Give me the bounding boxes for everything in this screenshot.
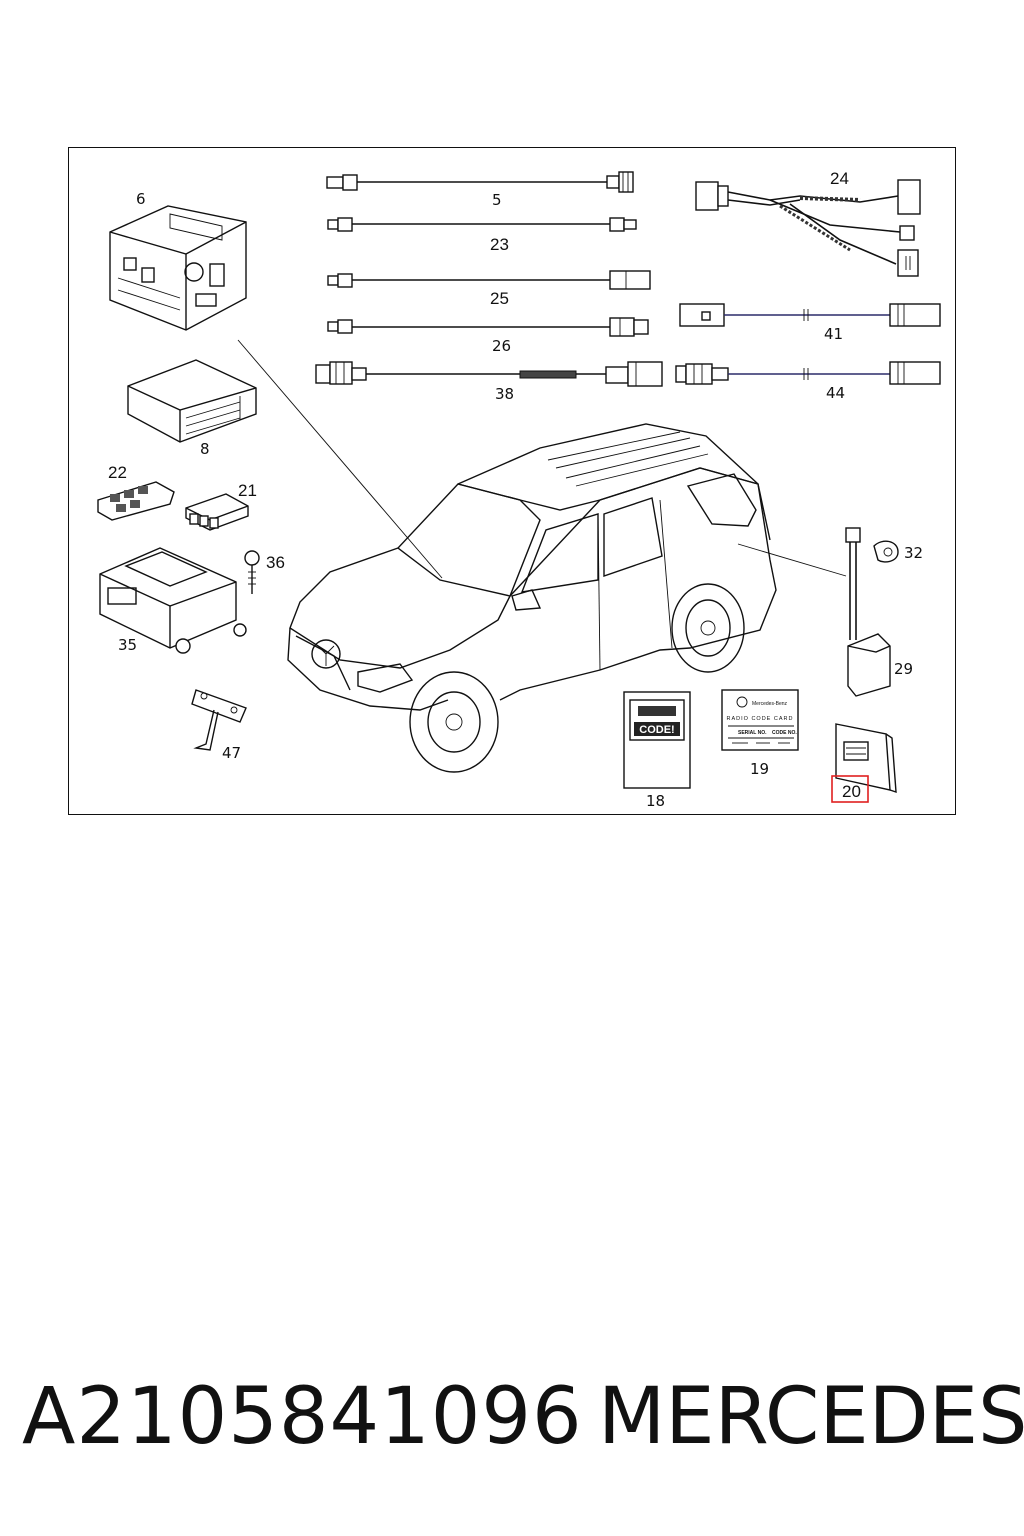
cable-25[interactable] [327, 270, 651, 290]
callout-18: 18 [646, 792, 665, 810]
card19-serial-label: SERIAL NO. [738, 730, 767, 736]
callout-32: 32 [904, 544, 923, 562]
radio-unit-6[interactable] [109, 205, 247, 331]
callout-41: 41 [824, 325, 843, 343]
cable-41[interactable] [679, 303, 941, 327]
callout-47: 47 [222, 744, 241, 762]
cable-23[interactable] [327, 217, 637, 232]
callout-36: 36 [266, 553, 285, 572]
manual-booklet-20[interactable] [835, 723, 897, 793]
remote-key-22[interactable] [97, 481, 175, 521]
callout-6: 6 [136, 190, 146, 208]
cable-26[interactable] [327, 317, 649, 337]
clip-32[interactable] [873, 540, 899, 563]
code-sticker-18[interactable]: CODE! [623, 691, 691, 789]
callout-21: 21 [238, 481, 257, 500]
cable-5[interactable] [326, 171, 634, 193]
callout-22: 22 [108, 463, 127, 482]
brand-name: MERCEDES [598, 1372, 1024, 1462]
control-unit-35[interactable] [99, 547, 247, 654]
callout-26: 26 [492, 337, 511, 355]
bolt-36[interactable] [244, 550, 260, 594]
card18-code-text: CODE! [639, 724, 674, 736]
callout-8: 8 [200, 440, 210, 458]
card19-title: RADIO CODE CARD [727, 716, 794, 722]
callout-35: 35 [118, 636, 137, 654]
callout-44: 44 [826, 384, 845, 402]
callout-38: 38 [495, 385, 514, 403]
callout-25: 25 [490, 289, 509, 308]
card19-code-label: CODE NO. [772, 730, 797, 736]
callout-23: 23 [490, 235, 509, 254]
part-number: A2105841096 [22, 1372, 583, 1462]
callout-20: 20 [842, 782, 861, 801]
callout-5: 5 [492, 191, 502, 209]
bracket-47[interactable] [191, 689, 247, 751]
cable-44[interactable] [675, 361, 941, 385]
receiver-21[interactable] [185, 493, 249, 531]
callout-29: 29 [894, 660, 913, 678]
footer: A2105841096 MERCEDES [0, 1372, 1024, 1472]
antenna-amplifier-29[interactable] [845, 527, 891, 697]
harness-24[interactable] [695, 179, 921, 277]
card19-brand: Mercedes-Benz [752, 701, 788, 707]
highlight-box-20 [831, 775, 869, 803]
vehicle-illustration [237, 339, 847, 773]
module-8[interactable] [127, 359, 257, 443]
cable-38[interactable] [315, 361, 663, 387]
radio-code-card-19[interactable]: Mercedes-Benz RADIO CODE CARD SERIAL NO.… [721, 689, 799, 751]
callout-24: 24 [830, 169, 849, 188]
callout-19: 19 [750, 760, 769, 778]
